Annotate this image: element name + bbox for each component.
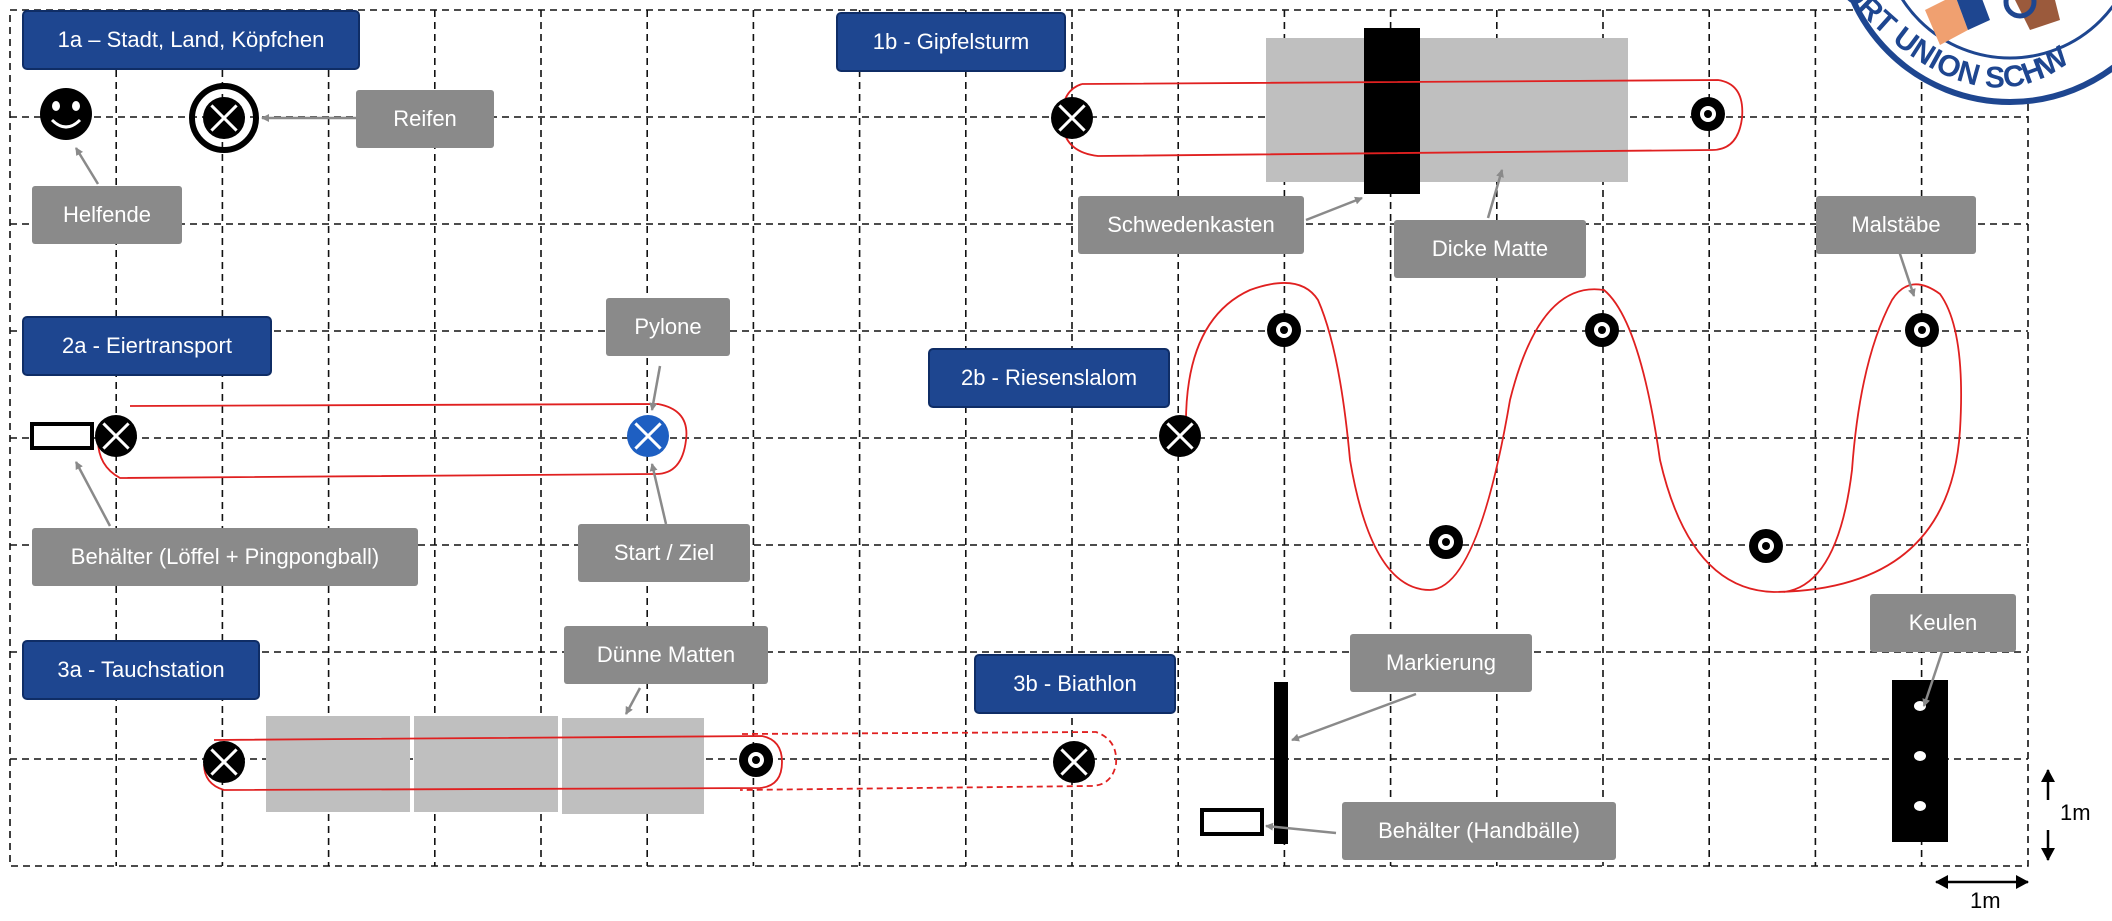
label-reifen: Reifen xyxy=(356,90,494,148)
label-schwedenkasten: Schwedenkasten xyxy=(1078,196,1304,254)
start-cone-1b xyxy=(1051,97,1093,139)
slalom-pole-4 xyxy=(1749,529,1783,563)
station-title-3b: 3b - Biathlon xyxy=(974,654,1176,714)
thin-mat-1 xyxy=(266,716,410,812)
spoon-container xyxy=(30,422,94,450)
cones-and-pylons xyxy=(95,83,1939,783)
scale-horizontal-label: 1m xyxy=(1970,888,2001,913)
equipment xyxy=(30,28,1948,844)
path-2b xyxy=(1185,282,1963,593)
label-dicke-matte: Dicke Matte xyxy=(1394,220,1586,278)
hoop-cross-icon xyxy=(203,97,245,139)
start-cone-3b xyxy=(1053,741,1095,783)
slalom-pole-2 xyxy=(1429,525,1463,559)
slalom-pole-1 xyxy=(1267,313,1301,347)
station-title-1b: 1b - Gipfelsturm xyxy=(836,12,1066,72)
path-3a xyxy=(203,735,783,791)
label-duenne-matten: Dünne Matten xyxy=(564,626,768,684)
path-3b-dashed xyxy=(739,731,1118,791)
path-2a xyxy=(97,403,688,479)
scale-vertical-label: 1m xyxy=(2060,800,2091,825)
label-behaelter-loeffel: Behälter (Löffel + Pingpongball) xyxy=(32,528,418,586)
marking-bar xyxy=(1274,682,1288,844)
station-title-2b: 2b - Riesenslalom xyxy=(928,348,1170,408)
turn-marker-3a xyxy=(739,743,773,777)
label-malstaebe: Malstäbe xyxy=(1816,196,1976,254)
label-helfende: Helfende xyxy=(32,186,182,244)
station-title-2a: 2a - Eiertransport xyxy=(22,316,272,376)
label-start-ziel: Start / Ziel xyxy=(578,524,750,582)
scale-bars xyxy=(1935,769,2055,889)
station-title-3a: 3a - Tauchstation xyxy=(22,640,260,700)
start-cone-2a xyxy=(95,415,137,457)
label-pylone: Pylone xyxy=(606,298,730,356)
grid-border xyxy=(9,9,2029,867)
label-behaelter-handbaelle: Behälter (Handbälle) xyxy=(1342,802,1616,860)
slalom-pole-3 xyxy=(1585,313,1619,347)
slalom-pole-5 xyxy=(1905,313,1939,347)
label-keulen: Keulen xyxy=(1870,594,2016,652)
label-connectors xyxy=(74,114,1944,835)
start-cone-2b xyxy=(1159,415,1201,457)
hoop-icon xyxy=(189,83,259,153)
start-cone-3a xyxy=(203,741,245,783)
pylon-icon xyxy=(627,415,669,457)
station-title-1a: 1a – Stadt, Land, Köpfchen xyxy=(22,10,360,70)
label-markierung: Markierung xyxy=(1350,634,1532,692)
thin-mat-2 xyxy=(414,716,558,812)
helper-icon xyxy=(40,88,92,140)
turn-marker-1b xyxy=(1691,97,1725,131)
vaulting-box xyxy=(1364,28,1420,194)
thin-mat-3 xyxy=(562,718,704,814)
thick-mat xyxy=(1266,38,1628,182)
handball-container xyxy=(1200,808,1264,836)
club-logo: ORT UNION SCHW xyxy=(1835,0,2112,105)
